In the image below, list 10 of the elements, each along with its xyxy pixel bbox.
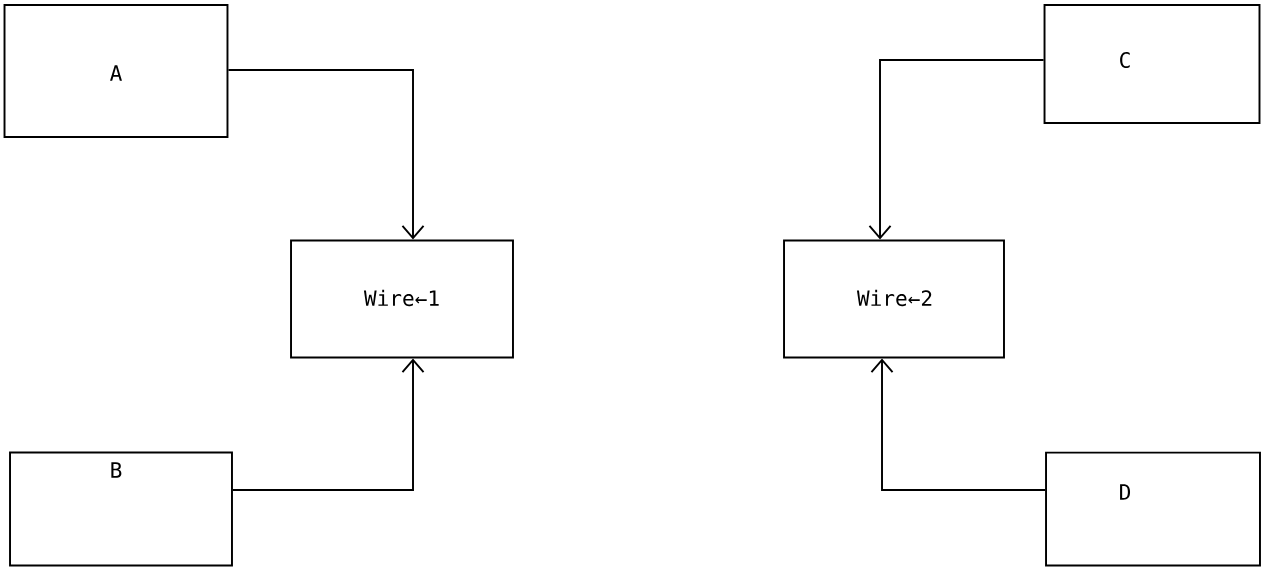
block-box: B [9, 451, 233, 567]
connector-arrow [227, 69, 425, 240]
connector-arrow [868, 59, 1045, 240]
connector-arrow [232, 358, 425, 491]
block-box: C [1043, 4, 1261, 124]
block-box: Wire←2 [783, 239, 1005, 359]
block-box: D [1045, 451, 1261, 567]
block-box: Wire←1 [290, 239, 514, 359]
connector-arrow [870, 358, 1047, 491]
block-box: A [3, 4, 229, 138]
